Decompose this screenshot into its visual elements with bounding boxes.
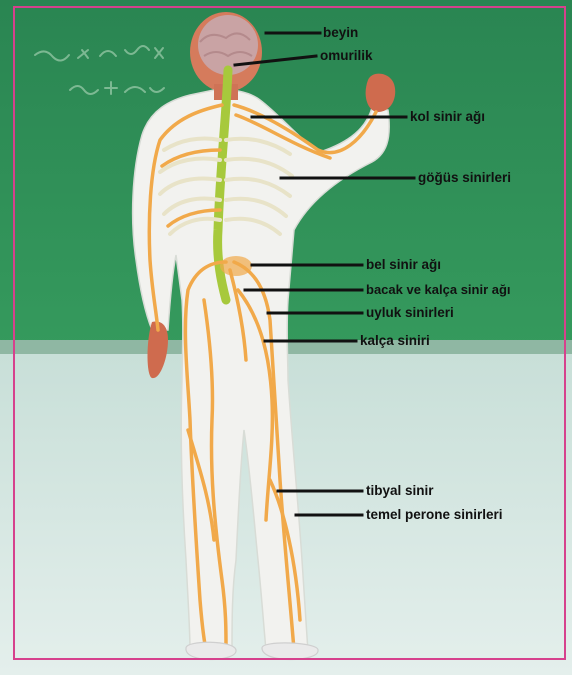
label-omurilik: omurilik	[320, 48, 373, 64]
label-temel-perone-sinirleri: temel perone sinirleri	[366, 507, 503, 523]
label-kalca-siniri: kalça siniri	[360, 333, 430, 349]
label-kol-sinir-agi: kol sinir ağı	[410, 109, 485, 125]
label-beyin: beyin	[323, 25, 358, 41]
label-tibyal-sinir: tibyal sinir	[366, 483, 434, 499]
label-gogus-sinirleri: göğüs sinirleri	[418, 170, 511, 186]
label-bel-sinir-agi: bel sinir ağı	[366, 257, 441, 273]
lumbar-plexus	[220, 256, 252, 276]
label-bacak-ve-kalca-sinir-agi: bacak ve kalça sinir ağı	[366, 282, 511, 298]
label-uyluk-sinirleri: uyluk sinirleri	[366, 305, 454, 321]
